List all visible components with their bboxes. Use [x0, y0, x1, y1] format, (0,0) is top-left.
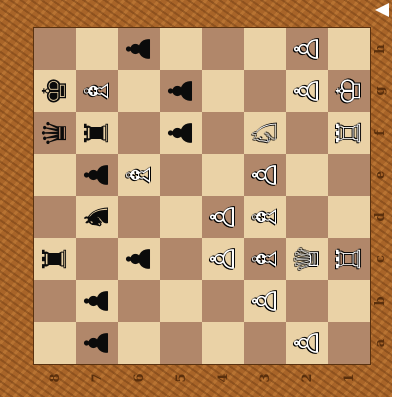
square-f2[interactable] [286, 112, 328, 154]
black-pawn-piece[interactable]: ♟ [118, 28, 160, 70]
white-bishop-piece[interactable]: ♗ [118, 154, 160, 196]
square-b8[interactable] [34, 280, 76, 322]
file-label: 4 [211, 357, 235, 399]
file-label: 7 [85, 357, 109, 399]
chess-board[interactable]: ♟♙♚♗♟♙♔♛♜♟♘♖♟♗♙♞♙♗♜♟♙♗♕♖♟♙♟♙ [34, 28, 370, 364]
black-pawn-piece[interactable]: ♟ [118, 238, 160, 280]
square-e8[interactable] [34, 154, 76, 196]
square-d5[interactable] [160, 196, 202, 238]
rank-label: h [359, 39, 398, 59]
white-knight-piece[interactable]: ♘ [244, 112, 286, 154]
file-label: 1 [337, 357, 361, 399]
black-pawn-piece[interactable]: ♟ [76, 280, 118, 322]
square-f6[interactable] [118, 112, 160, 154]
file-label: 6 [127, 357, 151, 399]
white-queen-piece[interactable]: ♕ [286, 238, 328, 280]
white-bishop-piece[interactable]: ♗ [244, 196, 286, 238]
black-pawn-piece[interactable]: ♟ [76, 154, 118, 196]
white-pawn-piece[interactable]: ♙ [244, 154, 286, 196]
white-pawn-piece[interactable]: ♙ [202, 238, 244, 280]
square-b4[interactable] [202, 280, 244, 322]
square-h5[interactable] [160, 28, 202, 70]
square-d8[interactable] [34, 196, 76, 238]
file-label: 8 [43, 357, 67, 399]
black-pawn-piece[interactable]: ♟ [160, 70, 202, 112]
black-queen-piece[interactable]: ♛ [34, 112, 76, 154]
square-g6[interactable] [118, 70, 160, 112]
square-h4[interactable] [202, 28, 244, 70]
rank-label: g [359, 81, 398, 101]
rank-label: c [359, 249, 398, 269]
rank-label: a [359, 333, 398, 353]
rank-label: e [359, 165, 398, 185]
square-g3[interactable] [244, 70, 286, 112]
black-rook-piece[interactable]: ♜ [76, 112, 118, 154]
rank-label: b [359, 291, 398, 311]
square-d2[interactable] [286, 196, 328, 238]
square-e4[interactable] [202, 154, 244, 196]
turn-indicator-icon [375, 3, 389, 17]
white-bishop-piece[interactable]: ♗ [244, 238, 286, 280]
white-pawn-piece[interactable]: ♙ [244, 280, 286, 322]
square-f4[interactable] [202, 112, 244, 154]
square-h7[interactable] [76, 28, 118, 70]
black-king-piece[interactable]: ♚ [34, 70, 76, 112]
file-label: 3 [253, 357, 277, 399]
file-label: 2 [295, 357, 319, 399]
rank-label: d [359, 207, 398, 227]
square-e5[interactable] [160, 154, 202, 196]
square-d6[interactable] [118, 196, 160, 238]
square-h3[interactable] [244, 28, 286, 70]
black-rook-piece[interactable]: ♜ [34, 238, 76, 280]
square-b2[interactable] [286, 280, 328, 322]
square-b5[interactable] [160, 280, 202, 322]
black-knight-piece[interactable]: ♞ [76, 196, 118, 238]
square-g4[interactable] [202, 70, 244, 112]
square-e2[interactable] [286, 154, 328, 196]
white-pawn-piece[interactable]: ♙ [286, 28, 328, 70]
white-bishop-piece[interactable]: ♗ [76, 70, 118, 112]
white-pawn-piece[interactable]: ♙ [202, 196, 244, 238]
rank-label: f [359, 123, 398, 143]
black-pawn-piece[interactable]: ♟ [160, 112, 202, 154]
file-label: 5 [169, 357, 193, 399]
square-h8[interactable] [34, 28, 76, 70]
square-c5[interactable] [160, 238, 202, 280]
square-b6[interactable] [118, 280, 160, 322]
square-c7[interactable] [76, 238, 118, 280]
white-pawn-piece[interactable]: ♙ [286, 70, 328, 112]
